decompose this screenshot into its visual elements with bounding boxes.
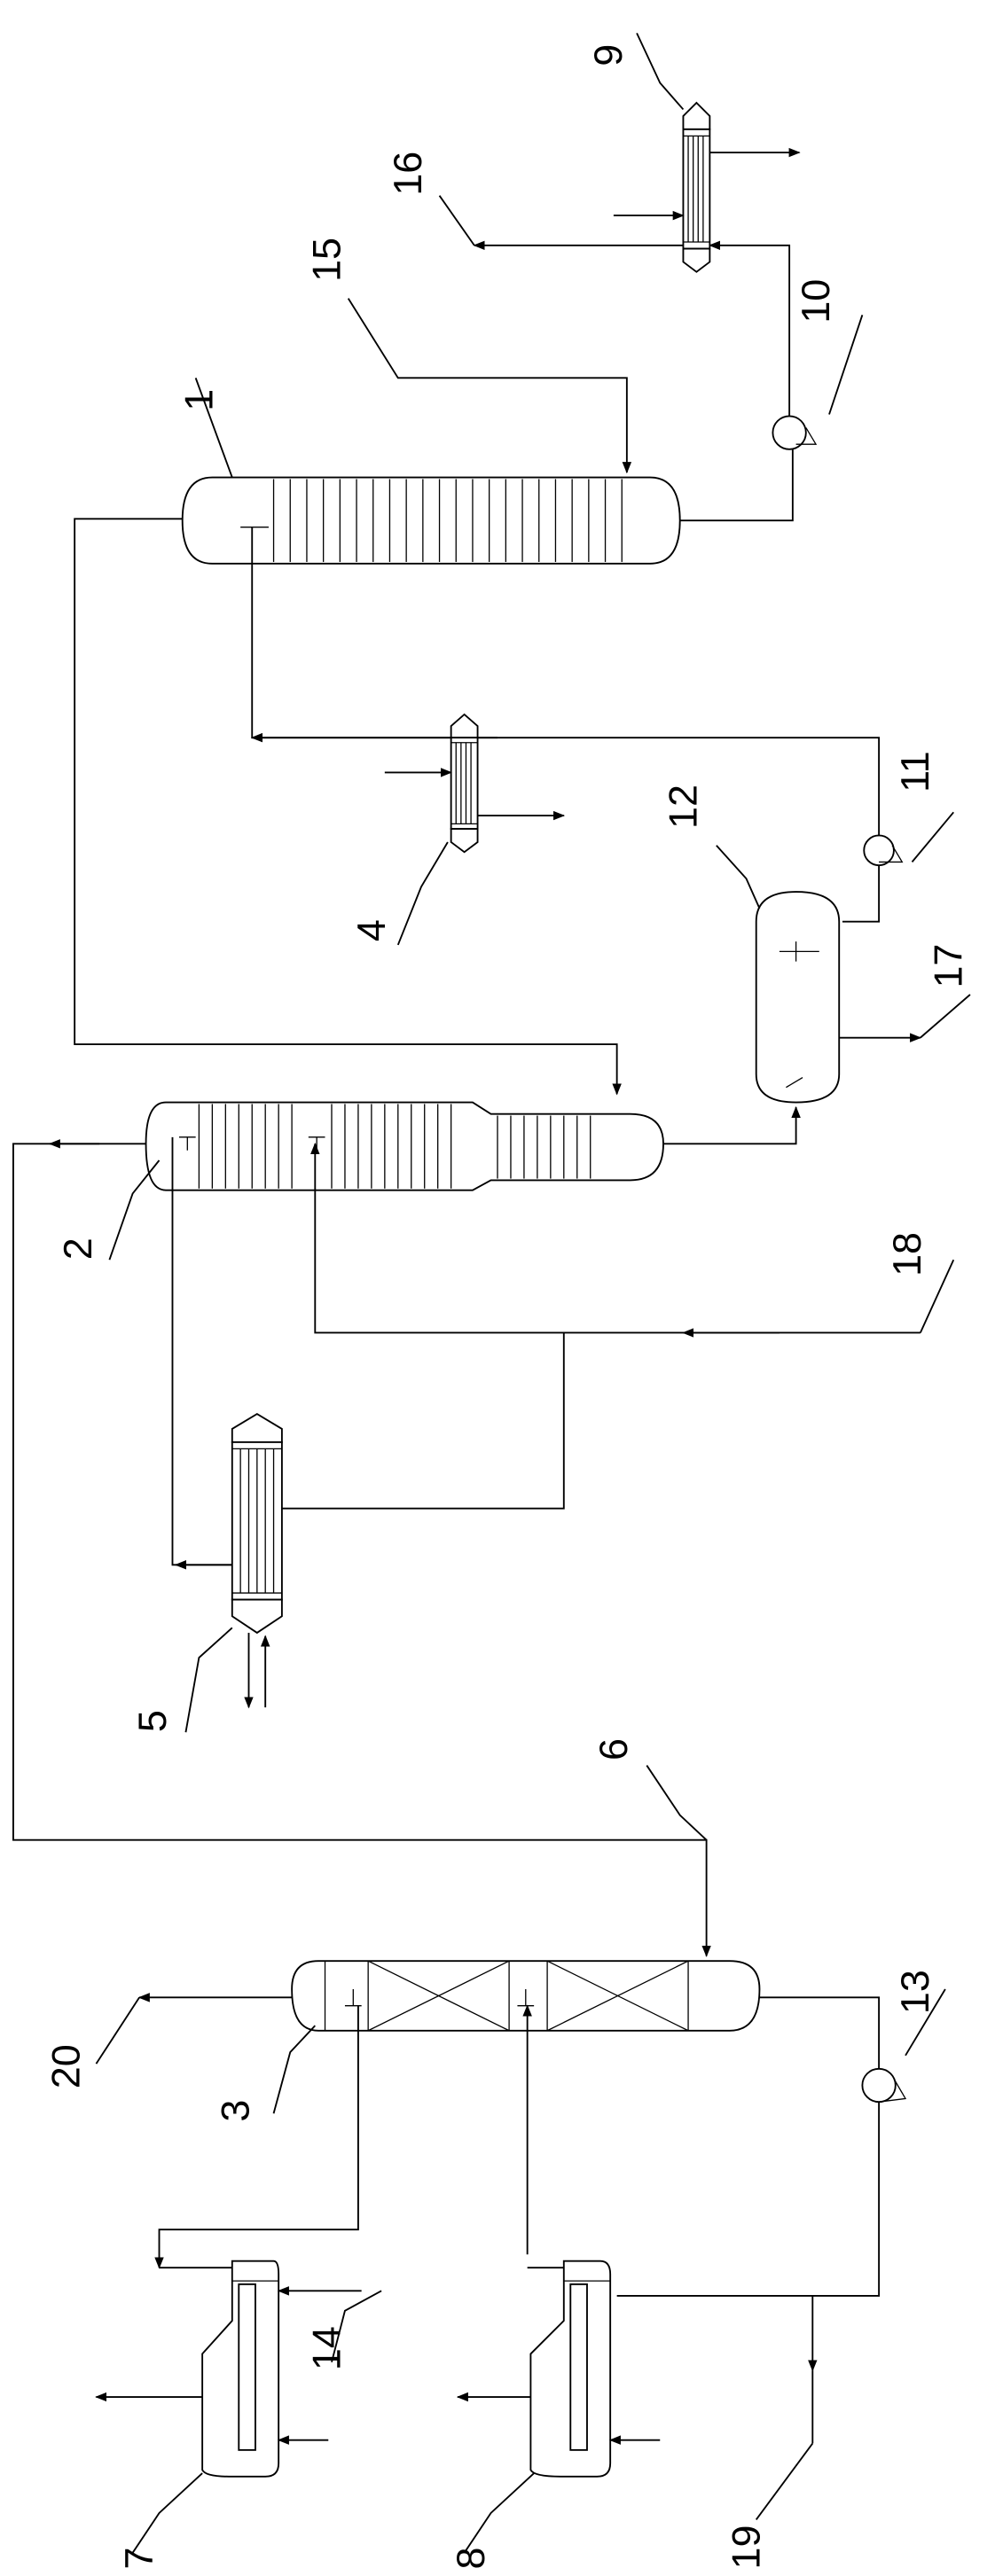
col2-bottoms-to-drum12 (663, 1105, 801, 1145)
vapor-line-col1-to-col2 (74, 518, 622, 1096)
leader-14 (331, 2290, 382, 2362)
line-drum12-to-pump11 (842, 865, 881, 923)
label-17: 17 (926, 944, 971, 988)
reflux-line-col1 (251, 527, 881, 838)
column-3 (291, 1960, 761, 2032)
leader-2 (108, 1159, 161, 1261)
column-1 (181, 476, 681, 565)
leader-1 (194, 378, 233, 478)
ex5-to-col2 (171, 1136, 232, 1566)
line-to-ex5 (281, 1332, 565, 1510)
label-10: 10 (793, 279, 838, 324)
leader-7 (131, 2472, 203, 2554)
label-6: 6 (591, 1738, 636, 1760)
pump13-to-reboiler8 (616, 2102, 881, 2297)
label-13: 13 (892, 1970, 937, 2014)
leader-9 (636, 33, 685, 111)
leader-20 (95, 1996, 140, 2065)
leader-16 (438, 195, 475, 246)
col3-to-reboiler7 (154, 2005, 359, 2269)
leader-10 (828, 315, 864, 415)
heat-exchanger-5 (231, 1413, 283, 1635)
label-12: 12 (660, 785, 705, 829)
bottoms-line-col1 (679, 447, 794, 522)
reboiler-8 (529, 2260, 612, 2478)
pump-10 (772, 415, 818, 450)
label-7: 7 (116, 2548, 161, 2570)
drum-12 (755, 891, 841, 1104)
leader-18 (919, 1259, 955, 1333)
label-14: 14 (303, 2326, 349, 2370)
leader-13 (905, 1988, 946, 2057)
leader-8 (463, 2472, 535, 2554)
label-4: 4 (349, 919, 394, 941)
label-9: 9 (585, 44, 631, 66)
label-15: 15 (303, 238, 349, 282)
col3-bottoms (759, 1996, 881, 2073)
leader-6 (646, 1765, 708, 1841)
label-11: 11 (892, 751, 937, 792)
label-5: 5 (129, 1710, 175, 1732)
label-3: 3 (212, 2100, 257, 2122)
label-19: 19 (723, 2525, 768, 2570)
leader-17 (920, 994, 971, 1039)
feed-line-15 (347, 298, 632, 474)
label-20: 20 (43, 2044, 89, 2088)
leader-19 (755, 2442, 814, 2520)
heat-exchanger-9 (682, 101, 711, 273)
pump-11 (863, 834, 904, 867)
label-1: 1 (176, 389, 221, 411)
line-pump10-to-ex9 (709, 240, 791, 417)
pump-13 (861, 2067, 907, 2104)
leader-4 (396, 841, 449, 946)
leader-3 (272, 2025, 316, 2114)
heat-exchanger-4 (450, 713, 479, 854)
leader-11 (911, 811, 954, 863)
label-2: 2 (55, 1237, 100, 1260)
label-8: 8 (448, 2548, 493, 2570)
label-18: 18 (884, 1232, 929, 1276)
reboiler-7 (201, 2260, 280, 2478)
leader-5 (184, 1627, 233, 1733)
col2-vapor-to-col3 (12, 1143, 711, 1957)
leader-12 (716, 845, 761, 909)
column-2 (145, 1101, 664, 1191)
label-16: 16 (385, 152, 430, 196)
